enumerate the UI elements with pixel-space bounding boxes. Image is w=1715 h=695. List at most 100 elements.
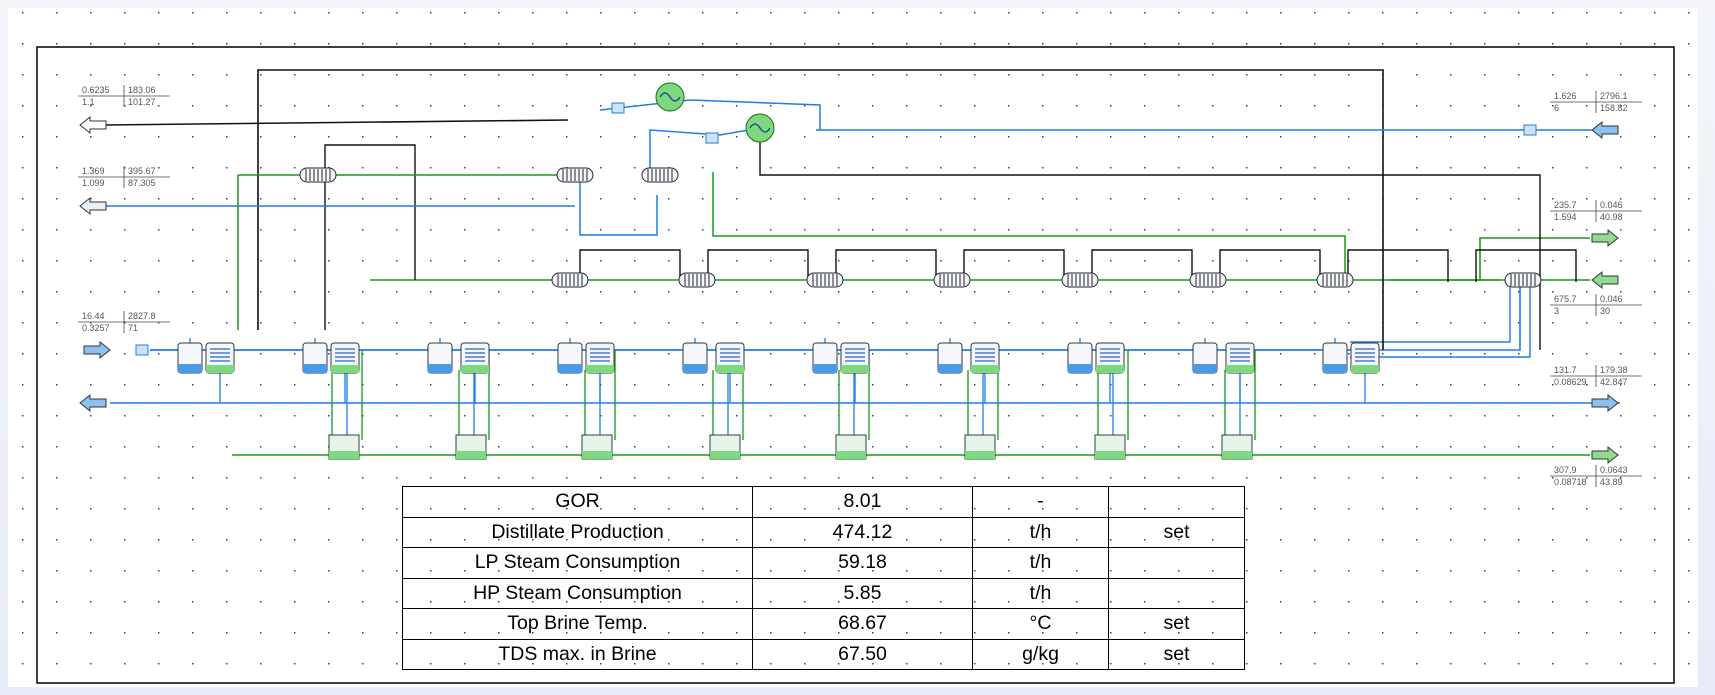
grid-dot — [464, 43, 466, 45]
stream-value: 6 — [1554, 103, 1559, 113]
stream-value: 40.98 — [1600, 212, 1623, 222]
grid-dot — [906, 136, 908, 138]
grid-dot — [56, 74, 58, 76]
kpi-name: GOR — [402, 486, 753, 518]
grid-dot — [328, 477, 330, 479]
grid-dot — [1416, 632, 1418, 634]
grid-dot — [1144, 43, 1146, 45]
grid-dot — [294, 74, 296, 76]
grid-dot — [90, 229, 92, 231]
grid-dot — [124, 632, 126, 634]
grid-dot — [294, 539, 296, 541]
grid-dot — [90, 477, 92, 479]
stream-value: 0.08629 — [1554, 377, 1587, 387]
grid-dot — [1076, 229, 1078, 231]
stream-value: 2796.1 — [1600, 91, 1628, 101]
grid-dot — [464, 322, 466, 324]
grid-dot — [430, 260, 432, 262]
grid-dot — [600, 43, 602, 45]
grid-dot — [1552, 353, 1554, 355]
grid-dot — [566, 415, 568, 417]
grid-dot — [1042, 229, 1044, 231]
grid-dot — [532, 74, 534, 76]
grid-dot — [124, 539, 126, 541]
grid-dot — [90, 322, 92, 324]
grid-dot — [702, 477, 704, 479]
grid-dot — [872, 43, 874, 45]
grid-dot — [1552, 198, 1554, 200]
unit-operations — [79, 82, 1619, 465]
grid-dot — [1518, 601, 1520, 603]
grid-dot — [1654, 105, 1656, 107]
grid-dot — [1382, 477, 1384, 479]
grid-dot — [1620, 415, 1622, 417]
grid-dot — [328, 260, 330, 262]
grid-dot — [158, 260, 160, 262]
control-valve — [611, 102, 625, 114]
effect-vapor-loop — [1219, 249, 1321, 282]
grid-dot — [1348, 291, 1350, 293]
grid-dot — [1246, 198, 1248, 200]
grid-dot — [396, 539, 398, 541]
grid-dot — [634, 260, 636, 262]
grid-dot — [362, 229, 364, 231]
grid-dot — [1382, 415, 1384, 417]
grid-dot — [464, 12, 466, 14]
grid-dot — [1416, 601, 1418, 603]
grid-dot — [906, 74, 908, 76]
flash-vessel-liquid — [558, 364, 582, 373]
kpi-name: HP Steam Consumption — [402, 577, 753, 609]
grid-dot — [770, 260, 772, 262]
grid-dot — [1144, 74, 1146, 76]
grid-dot — [1348, 539, 1350, 541]
grid-dot — [1008, 353, 1010, 355]
grid-dot — [1450, 43, 1452, 45]
grid-dot — [260, 477, 262, 479]
grid-dot — [736, 415, 738, 417]
stream-value: 158.82 — [1600, 103, 1628, 113]
grid-dot — [1552, 105, 1554, 107]
kpi-unit: t/h — [972, 577, 1109, 609]
grid-dot — [294, 291, 296, 293]
grid-dot — [736, 167, 738, 169]
grid-dot — [1280, 43, 1282, 45]
grid-dot — [192, 74, 194, 76]
distillate-outlet-arrow — [1591, 445, 1619, 465]
grid-dot — [906, 105, 908, 107]
grid-dot — [1314, 167, 1316, 169]
grid-dot — [804, 167, 806, 169]
grid-dot — [1348, 167, 1350, 169]
grid-dot — [1416, 260, 1418, 262]
grid-dot — [396, 415, 398, 417]
grid-dot — [702, 43, 704, 45]
grid-dot — [634, 12, 636, 14]
flash-vessel-liquid — [1193, 364, 1217, 373]
grid-dot — [158, 167, 160, 169]
stream-value: 0.6235 — [82, 85, 110, 95]
grid-dot — [90, 415, 92, 417]
grid-dot — [600, 198, 602, 200]
grid-dot — [192, 570, 194, 572]
grid-dot — [1212, 291, 1214, 293]
grid-dot — [838, 353, 840, 355]
grid-dot — [702, 167, 704, 169]
grid-dot — [90, 446, 92, 448]
grid-dot — [940, 43, 942, 45]
grid-dot — [124, 167, 126, 169]
grid-dot — [22, 167, 24, 169]
grid-dot — [124, 446, 126, 448]
grid-dot — [1178, 167, 1180, 169]
grid-dot — [838, 105, 840, 107]
feed-line-c — [1350, 285, 1531, 358]
grid-dot — [294, 446, 296, 448]
grid-dot — [804, 105, 806, 107]
grid-dot — [1688, 477, 1690, 479]
grid-dot — [668, 260, 670, 262]
grid-dot — [1586, 601, 1588, 603]
grid-dot — [974, 322, 976, 324]
grid-dot — [362, 43, 364, 45]
grid-dot — [940, 291, 942, 293]
grid-dot — [1586, 570, 1588, 572]
grid-dot — [1280, 12, 1282, 14]
grid-dot — [362, 477, 364, 479]
